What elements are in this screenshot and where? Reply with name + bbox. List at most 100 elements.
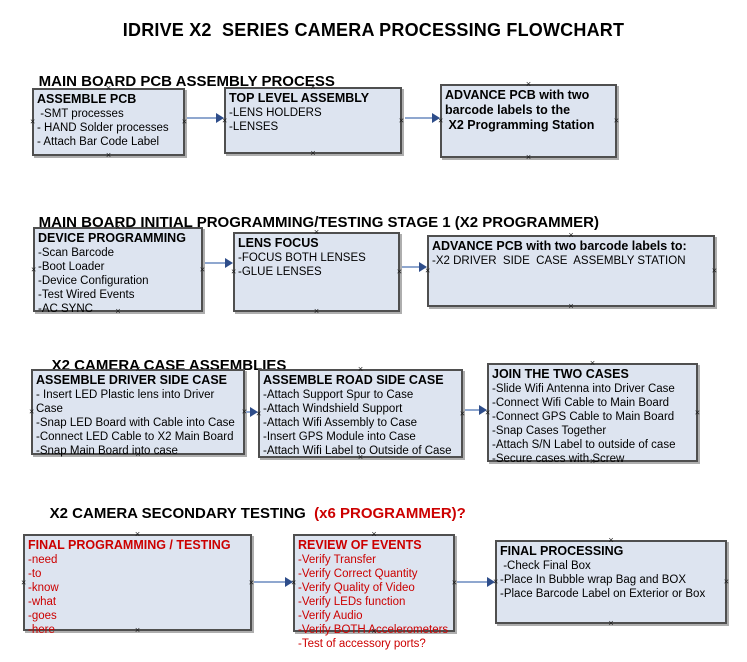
box-line: -what [28, 596, 57, 608]
box-line: -GLUE LENSES [238, 266, 322, 278]
box-line: -LENS HOLDERS [229, 107, 322, 119]
box-lens-focus: LENS FOCUS -FOCUS BOTH LENSES -GLUE LENS… [231, 228, 402, 316]
box-line: -Attach Windshield Support [263, 403, 403, 415]
box-line: -Verify Correct Quantity [298, 568, 418, 580]
box-line: -Verify LEDs function [298, 596, 406, 608]
flow-arrow [246, 407, 258, 417]
box-title: ADVANCE PCB with two barcode labels to: [432, 239, 687, 253]
section-header-secondary-testing: X2 CAMERA SECONDARY TESTING (x6 PROGRAMM… [33, 488, 466, 539]
connection-point-icon: × [451, 577, 457, 588]
connection-point-icon: × [231, 266, 237, 277]
box-title: LENS FOCUS [238, 236, 319, 250]
connection-point-icon: × [608, 618, 614, 628]
box-title: ADVANCE PCB with two barcode labels to t… [445, 88, 595, 132]
connection-point-icon: × [711, 265, 717, 276]
box-device-programming: DEVICE PROGRAMMING -Scan Barcode -Boot L… [31, 223, 205, 316]
box-line: - HAND Solder processes [37, 122, 169, 134]
box-advance-pcb-driver-side-station: ADVANCE PCB with two barcode labels to: … [425, 231, 717, 311]
box-line: -goes [28, 610, 57, 622]
section-header-text: MAIN BOARD INITIAL PROGRAMMING/TESTING S… [38, 214, 599, 231]
section-header-text: MAIN BOARD PCB ASSEMBLY PROCESS [38, 73, 335, 90]
box-review-of-events: REVIEW OF EVENTS -Verify Transfer -Verif… [291, 530, 457, 651]
box-line: -Connect LED Cable to X2 Main Board [36, 431, 234, 443]
connection-point-icon: × [613, 115, 619, 126]
box-title: DEVICE PROGRAMMING [38, 231, 186, 245]
box-advance-pcb-programming-station: ADVANCE PCB with two barcode labels to t… [438, 80, 619, 162]
box-line: -Check Final Box [500, 560, 591, 572]
box-title: FINAL PROGRAMMING / TESTING [28, 538, 231, 552]
flow-arrow [405, 113, 440, 123]
section-header-red-text: (x6 PROGRAMMER)? [309, 505, 466, 522]
box-line: -Scan Barcode [38, 247, 115, 259]
section-header-pcb-assembly: MAIN BOARD PCB ASSEMBLY PROCESS [22, 56, 335, 107]
connection-point-icon: × [525, 152, 532, 162]
box-line: -Place Barcode Label on Exterior or Box [500, 588, 706, 600]
flow-arrow [187, 113, 224, 123]
section-header-initial-programming: MAIN BOARD INITIAL PROGRAMMING/TESTING S… [22, 197, 599, 248]
connection-point-icon: × [568, 301, 574, 311]
box-assemble-pcb: ASSEMBLE PCB -SMT processes - HAND Solde… [30, 84, 187, 160]
box-line: -to [28, 568, 42, 580]
box-line: -Verify Transfer [298, 554, 376, 566]
box-title: JOIN THE TWO CASES [492, 367, 629, 381]
box-title: ASSEMBLE PCB [37, 92, 137, 106]
box-line: -AC SYNC [38, 303, 93, 315]
connection-point-icon: × [21, 577, 27, 587]
flow-arrow [465, 405, 487, 415]
flow-arrow [205, 258, 233, 268]
box-title: REVIEW OF EVENTS [298, 538, 422, 552]
section-header-text: X2 CAMERA SECONDARY TESTING [49, 505, 310, 522]
box-top-level-assembly: TOP LEVEL ASSEMBLY -LENS HOLDERS -LENSES… [222, 83, 404, 158]
box-line: -Verify BOTH Accelerometers [298, 624, 449, 636]
connection-point-icon: × [398, 115, 404, 125]
box-line: -Snap LED Board with Cable into Case [36, 417, 235, 429]
box-line: -Verify Audio [298, 610, 363, 622]
connection-point-icon: × [105, 150, 112, 160]
box-assemble-driver-side-case: ASSEMBLE DRIVER SIDE CASE - Insert LED P… [29, 365, 247, 459]
box-title: FINAL PROCESSING [500, 544, 624, 558]
flow-arrow [457, 577, 495, 587]
box-line: -FOCUS BOTH LENSES [238, 252, 366, 264]
box-line: -SMT processes [37, 108, 124, 120]
box-line: -Test Wired Events [38, 289, 135, 301]
box-line: -know [28, 582, 59, 594]
box-line: -here [28, 624, 55, 636]
connection-point-icon: × [29, 406, 35, 417]
box-line: - Attach Bar Code Label [37, 136, 160, 148]
connection-point-icon: × [396, 266, 402, 277]
box-line: -Connect GPS Cable to Main Board [492, 411, 675, 423]
connection-point-icon: × [723, 576, 729, 587]
box-line: -Attach Wifi Assembly to Case [263, 417, 418, 429]
connection-point-icon: × [694, 407, 700, 417]
box-line: -X2 DRIVER SIDE CASE ASSEMBLY STATION [432, 255, 686, 267]
box-title: ASSEMBLE DRIVER SIDE CASE [36, 373, 228, 387]
box-assemble-road-side-case: ASSEMBLE ROAD SIDE CASE -Attach Support … [256, 365, 465, 462]
box-line: -Insert GPS Module into Case [263, 431, 416, 443]
box-line: -Verify Quality of Video [298, 582, 415, 594]
box-line: -Place In Bubble wrap Bag and BOX [500, 574, 687, 586]
box-line: -Attach S/N Label to outside of case [492, 439, 676, 451]
box-line: -Secure cases with Screw [492, 453, 625, 465]
box-line: -Test of accessory ports? [298, 638, 426, 650]
box-line: -Boot Loader [38, 261, 105, 273]
connection-point-icon: × [313, 306, 320, 316]
page-title: IDRIVE X2 SERIES CAMERA PROCESSING FLOWC… [122, 20, 625, 40]
box-line: -Slide Wifi Antenna into Driver Case [492, 383, 675, 395]
box-final-processing: FINAL PROCESSING -Check Final Box -Place… [493, 536, 729, 628]
box-final-programming-testing: FINAL PROGRAMMING / TESTING -need -to -k… [21, 530, 254, 637]
box-line: -LENSES [229, 121, 279, 133]
connection-point-icon: × [199, 264, 205, 274]
connection-point-icon: × [31, 264, 37, 274]
connection-point-icon: × [310, 148, 316, 158]
box-line: -need [28, 554, 58, 566]
flow-arrow [254, 577, 293, 587]
box-line: -Attach Wifi Label to Outside of Case [263, 445, 452, 457]
box-line: -Snap Cases Together [492, 425, 607, 437]
box-title: TOP LEVEL ASSEMBLY [229, 91, 370, 105]
box-line: - Insert LED Plastic lens into Driver Ca… [36, 389, 218, 415]
flow-arrow [402, 262, 427, 272]
box-join-the-two-cases: JOIN THE TWO CASES -Slide Wifi Antenna i… [485, 359, 700, 466]
box-line: -Snap Main Board into case [36, 445, 178, 457]
box-line: -Device Configuration [38, 275, 149, 287]
